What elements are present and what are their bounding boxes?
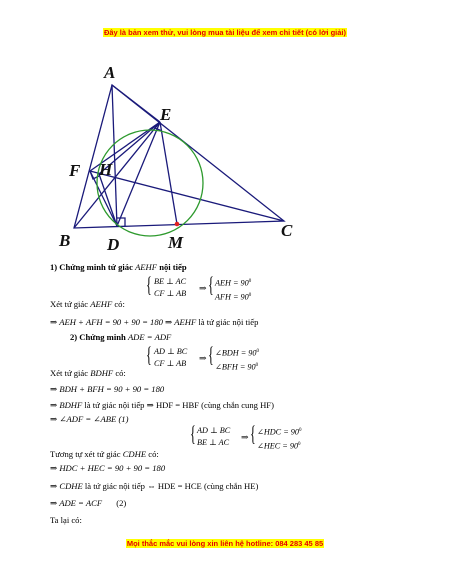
part3-line2-mid: là tứ giác nội tiếp ⇔ HDE = HCE <box>84 481 202 491</box>
part2-sys-right-1: ∠BDH = 90 <box>215 348 257 358</box>
label-f: F <box>68 161 81 180</box>
circle-dhe <box>96 129 204 237</box>
part3-end: có: <box>148 449 159 459</box>
part3-system-left: AD ⊥ BC BE ⊥ AC <box>197 425 230 449</box>
point-m <box>174 221 180 227</box>
part1-system-right: AEH = 900 AFH = 900 <box>215 276 251 303</box>
triangle-abc <box>73 83 286 229</box>
part2-heading-text: 2) Chứng minh <box>70 332 126 342</box>
segment-fd <box>89 170 118 227</box>
part1-heading-end: nội tiếp <box>159 262 187 272</box>
deg: 0 <box>298 441 301 447</box>
part1-conclusion-text: là tứ giác nội tiếp <box>198 317 259 327</box>
part2-line1: ⇒ BDH + BFH = 90 + 90 = 180 <box>50 384 165 394</box>
part2-consider: Xét tứ giác BDHF có: <box>50 368 126 378</box>
part1-sys-right-2: AFH = 90 <box>215 292 249 302</box>
brace-5: { <box>190 421 196 446</box>
part1-sys-left-1: BE ⊥ AC <box>154 277 187 286</box>
part3-similar: Tương tự xét tứ giác CDHE có: <box>50 449 159 459</box>
right-angle-e <box>153 121 163 132</box>
implies-3: ⇒ <box>241 432 249 442</box>
part4-text: Ta lại có: <box>50 515 82 525</box>
segment-em <box>159 121 178 225</box>
part1-conclusion-math: ⇒ AEH + AFH = 90 + 90 = 180 ⇒ AEHF <box>50 317 197 327</box>
segment-he <box>98 121 161 175</box>
label-b: B <box>58 231 70 250</box>
deg: 0 <box>255 362 259 368</box>
label-c: C <box>281 221 293 240</box>
segment-be <box>73 121 161 229</box>
part2-sys-left-1: AD ⊥ BC <box>154 347 188 356</box>
part3-sys-left-2: BE ⊥ AC <box>197 438 230 447</box>
part3-line3-num: (2) <box>116 498 127 508</box>
part3-line1: ⇒ HDC + HEC = 90 + 90 = 180 <box>50 463 166 473</box>
implies-1: ⇒ <box>199 283 207 293</box>
part1-conclusion: ⇒ AEH + AFH = 90 + 90 = 180 ⇒ AEHF là tứ… <box>50 317 258 327</box>
implies-2: ⇒ <box>199 353 207 363</box>
part2-line3: ⇒ ∠ADF = ∠ABE (1) <box>50 414 129 424</box>
part2-system-left: AD ⊥ BC CF ⊥ AB <box>154 346 187 370</box>
part2-heading: 2) Chứng minh ADE = ADF <box>70 332 171 342</box>
bottom-banner: Mọi thắc mắc vui lòng xin liên hệ hotlin… <box>0 539 450 548</box>
part1-consider-quad: AEHF <box>90 299 113 309</box>
brace-3: { <box>146 342 152 367</box>
brace-2: { <box>208 272 214 297</box>
part2-line2: ⇒ BDHF là tứ giác nội tiếp ⇒ HDF = HBF (… <box>50 400 274 410</box>
deg: 0 <box>248 279 252 284</box>
top-banner-text: Đây là bản xem thử, vui lòng mua tài liệ… <box>102 28 348 37</box>
part3-line3-math: ⇒ ADE = ACF <box>50 498 103 508</box>
label-m: M <box>167 233 184 252</box>
part3-sys-right-2: ∠HEC = 90 <box>257 441 299 451</box>
part3-sys-right-1: ∠HDC = 90 <box>257 427 299 437</box>
part3-line2: ⇒ CDHE là tứ giác nội tiếp ⇔ HDE = HCE (… <box>50 481 258 491</box>
label-d: D <box>106 235 119 254</box>
part3-line2-end: (cùng chắn HE) <box>203 481 259 491</box>
part1-heading: 1) Chứng minh tứ giác AEHF nội tiếp <box>50 262 187 272</box>
part3-line2-start: ⇒ CDHE <box>50 481 83 491</box>
part2-consider-quad: BDHF <box>90 368 114 378</box>
part2-consider-end: có: <box>115 368 126 378</box>
brace-1: { <box>146 272 152 297</box>
part2-line2-end: (cùng chắn cung HF) <box>201 400 274 410</box>
part2-line2-mid: là tứ giác nội tiếp ⇒ HDF = HBF <box>84 400 199 410</box>
part1-consider-end: có: <box>114 299 125 309</box>
part2-sys-left-2: CF ⊥ AB <box>154 359 187 368</box>
part1-system-left: BE ⊥ AC CF ⊥ AB <box>154 276 186 300</box>
label-h: H <box>98 160 113 179</box>
segment-dh <box>98 173 118 227</box>
deg: 0 <box>298 428 302 433</box>
part2-consider-text: Xét tứ giác <box>50 368 89 378</box>
segment-de <box>116 121 161 227</box>
part3-quad: CDHE <box>122 449 147 459</box>
segment-ae <box>111 84 161 123</box>
part2-heading-eq: ADE = ADF <box>127 332 172 342</box>
part1-sys-left-2: CF ⊥ AB <box>154 289 187 298</box>
brace-4: { <box>208 342 214 367</box>
part2-sys-right-2: ∠BFH = 90 <box>215 362 256 372</box>
deg: 0 <box>248 292 252 298</box>
part1-quad: AEHF <box>135 262 158 272</box>
part1-heading-text: 1) Chứng minh tứ giác <box>50 262 133 272</box>
deg: 0 <box>256 349 260 354</box>
part3-similar-text: Tương tự xét tứ giác <box>50 449 121 459</box>
right-angle-d <box>117 217 126 226</box>
bottom-banner-text: Mọi thắc mắc vui lòng xin liên hệ hotlin… <box>125 539 325 548</box>
geometry-figure: A E F H B D M C <box>58 63 293 254</box>
part2-line2-start: ⇒ BDHF <box>50 400 83 410</box>
label-e: E <box>159 105 171 124</box>
part1-consider: Xét tứ giác AEHF có: <box>50 299 125 309</box>
part1-sys-right-1: AEH = 90 <box>215 278 249 288</box>
top-banner: Đây là bản xem thử, vui lòng mua tài liệ… <box>0 28 450 37</box>
part3-system-right: ∠HDC = 900 ∠HEC = 900 <box>257 425 301 452</box>
segment-cf <box>89 170 285 222</box>
segment-ad <box>111 84 118 227</box>
part2-system-right: ∠BDH = 900 ∠BFH = 900 <box>215 346 259 373</box>
label-a: A <box>103 63 115 82</box>
brace-6: { <box>250 421 256 446</box>
part1-consider-text: Xét tứ giác <box>50 299 89 309</box>
part3-sys-left-1: AD ⊥ BC <box>197 426 231 435</box>
part3-line3: ⇒ ADE = ACF (2) <box>50 498 126 508</box>
